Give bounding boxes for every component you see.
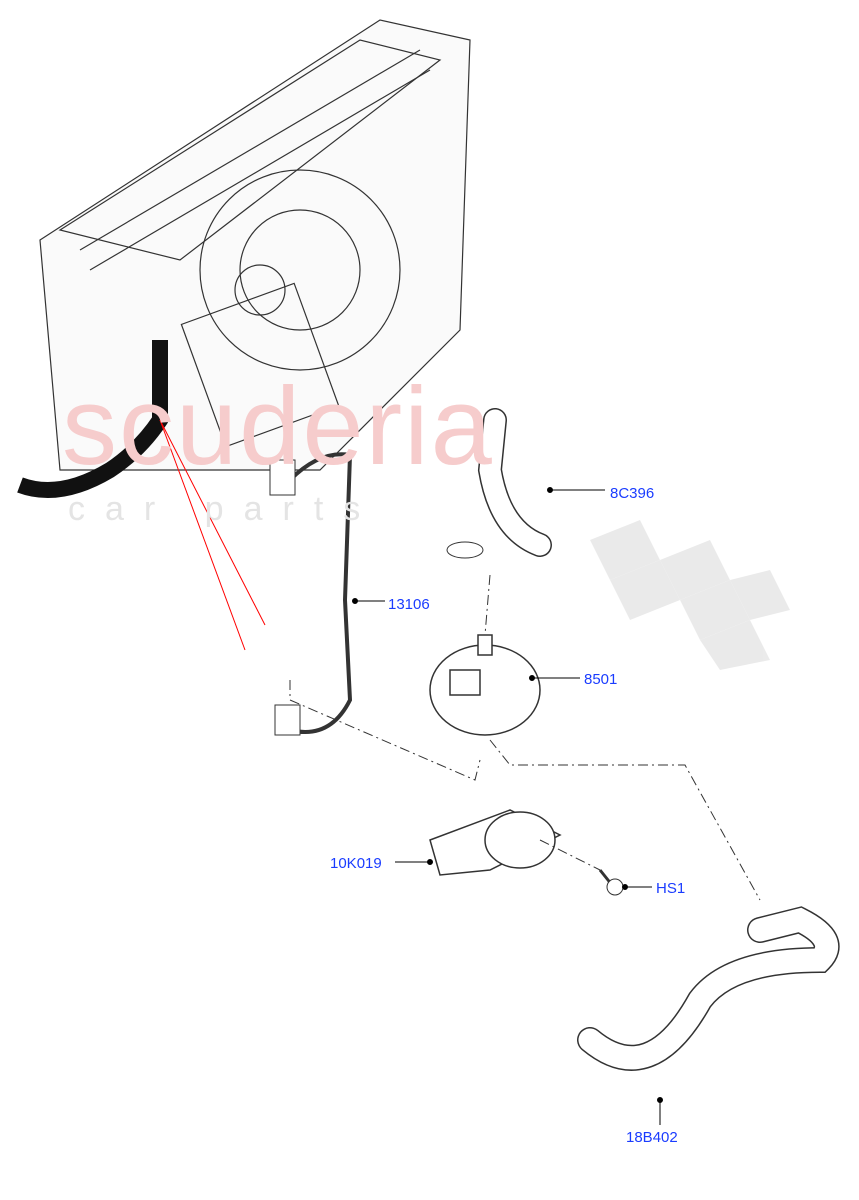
highlight-line-1	[159, 419, 266, 626]
callout-13106[interactable]: 13106	[388, 596, 430, 613]
checker-watermark	[590, 520, 790, 670]
highlight-line-2	[159, 419, 246, 651]
watermark-brand: scuderia	[62, 365, 494, 488]
wiring-harness-drawing	[288, 452, 353, 734]
watermark-sub: car parts	[68, 490, 381, 528]
callout-18b402[interactable]: 18B402	[626, 1129, 678, 1146]
bracket-drawing	[429, 809, 562, 876]
leader-lines	[352, 487, 663, 1125]
callout-8c396[interactable]: 8C396	[610, 485, 655, 502]
harness-connector-top	[269, 459, 296, 496]
harness-connector-bottom	[274, 704, 301, 736]
callout-10k019[interactable]: 10K019	[330, 855, 382, 872]
callout-hs1[interactable]: HS1	[656, 880, 686, 897]
callout-8501[interactable]: 8501	[584, 671, 618, 688]
bolt-drawing	[598, 869, 624, 896]
upper-hose-bracket	[446, 541, 484, 559]
water-pump-drawing	[429, 634, 541, 736]
assembly-dash-lines	[289, 574, 761, 901]
black-hose-installed	[17, 340, 168, 498]
radiator-assembly	[39, 19, 471, 471]
